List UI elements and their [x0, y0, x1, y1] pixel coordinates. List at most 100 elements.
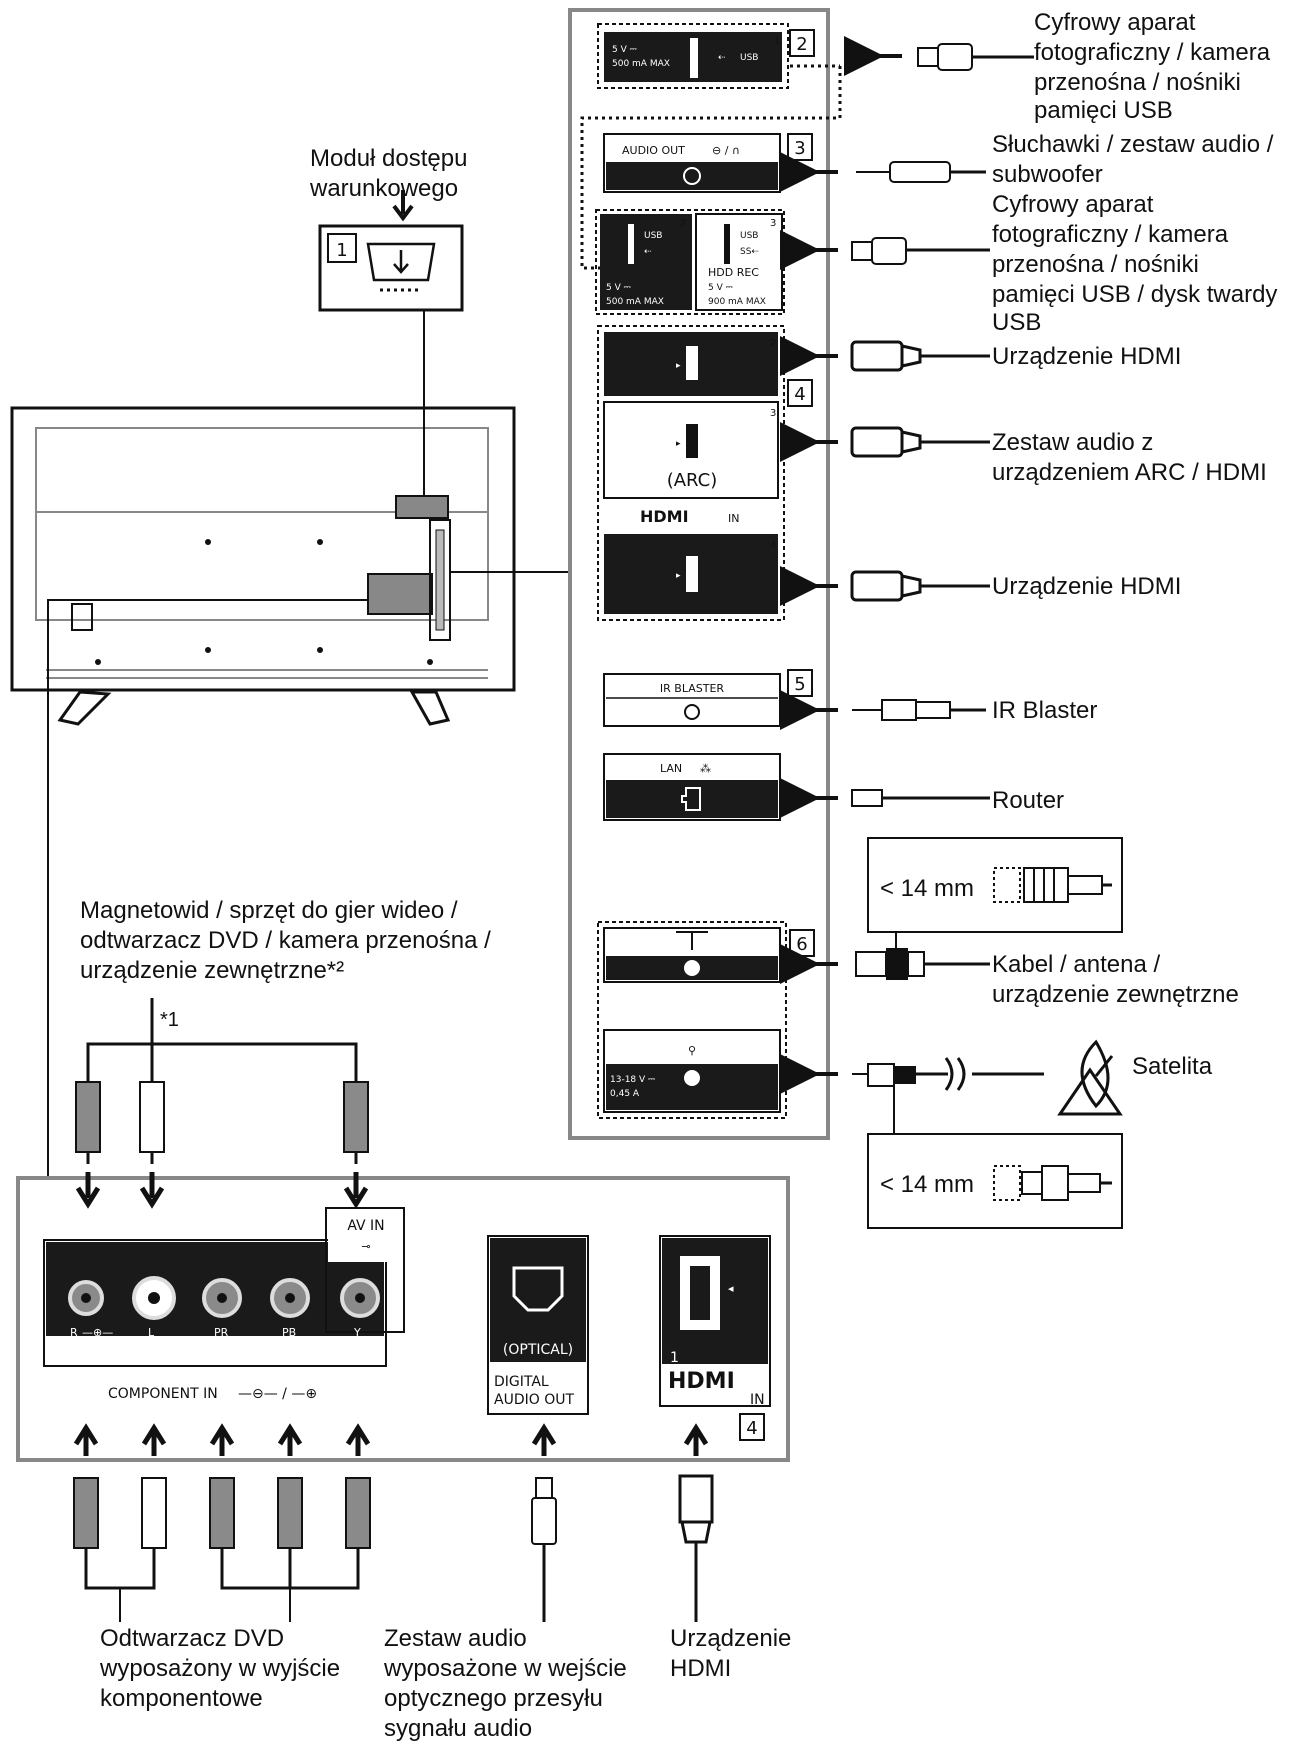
network-icon: ⁂	[700, 762, 711, 775]
svg-text:4: 4	[746, 1418, 757, 1439]
svg-text:AUDIO OUT: AUDIO OUT	[494, 1392, 574, 1408]
usb-hdd-label-5: USB	[992, 309, 1041, 336]
cable-antenna-label-2: urządzenie zewnętrzne	[992, 981, 1239, 1008]
hdmi-device-2-label: Urządzenie HDMI	[992, 343, 1181, 370]
tv-rear-view	[10, 406, 516, 726]
vcr-label-1: Magnetowid / sprzęt do gier wideo /	[80, 897, 458, 924]
usb-hdd-label-2: fotograficzny / kamera	[992, 221, 1229, 248]
optical-audio-label-3: optycznego przesyłu	[384, 1685, 603, 1712]
ci-module-slot: 1	[318, 190, 464, 496]
svg-text:PB: PB	[282, 1326, 296, 1339]
usb-icon: ⇠	[718, 53, 726, 63]
svg-text:500 mA MAX: 500 mA MAX	[612, 59, 670, 69]
hdmi-device-1-label-1: Urządzenie	[670, 1625, 791, 1652]
svg-text:LAN: LAN	[660, 762, 682, 775]
svg-text:DIGITAL: DIGITAL	[494, 1374, 549, 1390]
hdmi-arrow-icon: ▸	[676, 439, 681, 449]
svg-text:SS⇠: SS⇠	[740, 247, 759, 257]
size-note-box-antenna	[867, 837, 1123, 933]
svg-text:5: 5	[794, 674, 805, 695]
svg-text:USB: USB	[644, 231, 662, 241]
optical-audio-label-2: wyposażone w wejście	[383, 1655, 627, 1682]
vcr-label-3: urządzenie zewnętrzne*²	[80, 957, 344, 984]
svg-text:AUDIO OUT: AUDIO OUT	[622, 144, 685, 157]
size-14mm-label-b: < 14 mm	[880, 1171, 974, 1198]
hdmi-device-4-label: Urządzenie HDMI	[992, 573, 1181, 600]
svg-text:R: R	[70, 1326, 78, 1339]
svg-text:(ARC): (ARC)	[667, 470, 718, 491]
usb-device-label-3: przenośna / nośniki	[1034, 69, 1241, 96]
svg-text:4: 4	[794, 384, 805, 405]
hdmi1-cable	[678, 1423, 714, 1622]
svg-text:500 mA MAX: 500 mA MAX	[606, 297, 664, 307]
dvd-component-label-1: Odtwarzacz DVD	[100, 1625, 284, 1652]
labels: Moduł dostępu warunkowego Cyfrowy aparat…	[80, 9, 1277, 1742]
svg-text:900 mA MAX: 900 mA MAX	[708, 297, 766, 307]
usb-hdd-label-3: przenośna / nośniki	[992, 251, 1199, 278]
svg-text:Y: Y	[353, 1326, 361, 1339]
hdmi-arrow-icon: ▸	[676, 571, 681, 581]
ir-blaster-label: IR Blaster	[992, 697, 1097, 724]
tv-to-bottom-panel-line	[47, 599, 368, 1178]
satellite-dish-icon: ⚲	[688, 1044, 696, 1057]
size-note-box-satellite	[867, 1133, 1123, 1229]
svg-text:0,45 A: 0,45 A	[610, 1089, 640, 1099]
arc-audio-label-1: Zestaw audio z	[992, 429, 1153, 456]
optical-audio-label-4: sygnału audio	[384, 1715, 532, 1742]
svg-text:4: 4	[770, 540, 776, 551]
satellite-dish-icon	[1057, 1039, 1123, 1116]
svg-text:(MONO): (MONO)	[140, 1341, 176, 1351]
svg-text:13-18 V ⎓: 13-18 V ⎓	[610, 1075, 655, 1085]
headphones-label-1: Słuchawki / zestaw audio /	[992, 131, 1274, 158]
headphones-label-2: subwoofer	[992, 161, 1103, 188]
usb-device-label-4: pamięci USB	[1034, 97, 1173, 124]
svg-text:PR: PR	[214, 1326, 229, 1339]
hdmi-device-1-label-2: HDMI	[670, 1655, 731, 1682]
bottom-terminal-panel: AV IN ⊸ R —⊕— L (MONO) PR PB Y COMPONENT…	[16, 1176, 790, 1462]
router-label: Router	[992, 787, 1064, 814]
svg-text:IN: IN	[728, 512, 739, 525]
svg-text:USB: USB	[740, 53, 758, 63]
usb-hdd-label-4: pamięci USB / dysk twardy	[992, 281, 1277, 308]
ci-module-label-2: warunkowego	[309, 175, 458, 202]
svg-text:1: 1	[336, 240, 347, 261]
size-14mm-label-a: < 14 mm	[880, 875, 974, 902]
ci-module-label-1: Moduł dostępu	[310, 145, 467, 172]
svg-text:L: L	[148, 1326, 155, 1339]
svg-text:5 V ⎓: 5 V ⎓	[612, 45, 637, 55]
av-input-icon: ⊸	[361, 1240, 370, 1253]
usb-icon: ⇠	[644, 247, 652, 257]
optical-audio-label-1: Zestaw audio	[384, 1625, 527, 1652]
svg-text:3: 3	[770, 408, 776, 419]
arc-audio-label-2: urządzeniem ARC / HDMI	[992, 459, 1267, 486]
svg-text:(OPTICAL): (OPTICAL)	[503, 1342, 573, 1358]
svg-text:AV IN: AV IN	[347, 1218, 384, 1234]
svg-text:3: 3	[770, 218, 776, 229]
cable-antenna-label-1: Kabel / antena /	[992, 951, 1160, 978]
audio-input-icon: —⊕—	[82, 1326, 113, 1339]
svg-text:1: 1	[670, 1350, 679, 1366]
satellite-label: Satelita	[1132, 1053, 1213, 1080]
dvd-component-label-3: komponentowe	[100, 1685, 263, 1712]
hdmi-arrow-icon: ◂	[728, 1282, 734, 1295]
side-terminal-panel: 5 V ⎓ 500 mA MAX ⇠ USB 1 2 AUDIO OUT ⊖ /…	[568, 8, 842, 1140]
optical-cable	[531, 1423, 557, 1622]
component-cables	[73, 1423, 371, 1622]
svg-text:6: 6	[796, 934, 807, 955]
svg-text:IN: IN	[750, 1392, 765, 1408]
svg-text:HDMI: HDMI	[640, 507, 689, 526]
svg-text:2: 2	[680, 218, 686, 229]
footnote-1-label: *1	[160, 1009, 179, 1031]
svg-text:HDD REC: HDD REC	[708, 266, 759, 279]
right-cables	[780, 36, 1123, 1134]
svg-text:COMPONENT IN: COMPONENT IN	[108, 1386, 218, 1402]
av-rca-cables	[75, 998, 369, 1209]
svg-text:5 V ⎓: 5 V ⎓	[606, 283, 631, 293]
hdmi-arrow-icon: ▸	[676, 361, 681, 371]
svg-text:2: 2	[796, 34, 807, 55]
svg-text:USB: USB	[740, 231, 758, 241]
svg-text:3: 3	[794, 138, 805, 159]
usb-hdd-label-1: Cyfrowy aparat	[992, 191, 1154, 218]
